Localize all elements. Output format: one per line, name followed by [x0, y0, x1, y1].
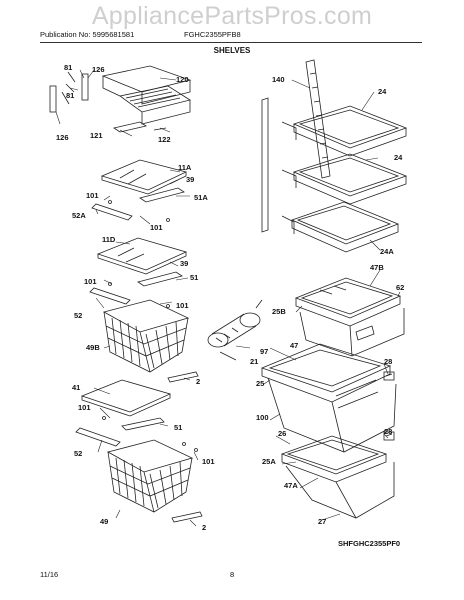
shelf-11a	[100, 159, 188, 195]
rail-51	[89, 271, 183, 308]
crisper-drawer-100	[267, 371, 397, 453]
label-25b: 25B	[272, 307, 286, 316]
rail-51b	[75, 416, 198, 452]
label-24A: 24A	[380, 247, 394, 256]
shelf-24-mid	[281, 153, 408, 205]
drawer-27	[285, 431, 395, 519]
label-47a: 47A	[284, 481, 298, 490]
label-101e: 101	[78, 403, 91, 412]
rail-51a	[91, 187, 185, 222]
trim-2a	[167, 371, 199, 383]
label-51a: 51A	[194, 193, 208, 202]
label-47: 47	[290, 341, 298, 350]
header-rule	[40, 42, 422, 43]
label-25a: 25A	[262, 457, 276, 466]
model-number: FGHC2355PFB8	[184, 30, 241, 39]
label-21: 21	[250, 357, 258, 366]
shelf-24-top	[281, 105, 408, 157]
label-52: 52	[74, 311, 82, 320]
label-100: 100	[256, 413, 269, 422]
basket-49b	[102, 299, 190, 373]
support-121	[113, 121, 167, 133]
label-49: 49	[100, 517, 108, 526]
label-121: 121	[90, 131, 103, 140]
water-filter-97	[207, 299, 263, 361]
label-27: 27	[318, 517, 326, 526]
label-39a: 39	[186, 175, 194, 184]
publication-number: Publication No: 5995681581	[40, 30, 135, 39]
cover-47a	[280, 435, 388, 483]
label-126a: 126	[92, 65, 105, 74]
label-28a: 28	[384, 357, 392, 366]
part-labels: 81 126 120 81 126 121 122 11A 39 101 51A…	[56, 63, 404, 548]
label-122: 122	[158, 135, 171, 144]
label-101d: 101	[176, 301, 189, 310]
label-101c: 101	[84, 277, 97, 286]
label-51b: 51	[174, 423, 182, 432]
label-26: 26	[278, 429, 286, 438]
basket-49	[106, 439, 194, 513]
shelf-24a	[281, 201, 400, 253]
figure-id: SHFGHC2355PF0	[338, 539, 400, 548]
leader-lines	[55, 69, 401, 527]
label-140: 140	[272, 75, 285, 84]
cover-47b	[294, 277, 402, 327]
label-81a: 81	[64, 63, 72, 72]
drawer-62	[299, 308, 405, 357]
label-24b: 24	[394, 153, 403, 162]
label-49b: 49B	[86, 343, 100, 352]
label-39b: 39	[180, 259, 188, 268]
label-41: 41	[72, 383, 80, 392]
watermark: AppliancePartsPros.com	[91, 2, 373, 30]
shelf-120	[101, 65, 192, 125]
label-81b: 81	[66, 91, 74, 100]
label-11d: 11D	[102, 235, 116, 244]
label-101b: 101	[150, 223, 163, 232]
label-62: 62	[396, 283, 404, 292]
label-97: 97	[260, 347, 268, 356]
cover-47	[260, 343, 392, 403]
label-120: 120	[176, 75, 189, 84]
label-101f: 101	[202, 457, 215, 466]
label-47b: 47B	[370, 263, 384, 272]
label-2b: 2	[202, 523, 206, 532]
label-25: 25	[256, 379, 264, 388]
label-2a: 2	[196, 377, 200, 386]
footer-date: 11/16	[40, 570, 59, 579]
footer-page-number: 8	[230, 570, 235, 579]
shelf-41	[80, 379, 172, 417]
label-101a: 101	[86, 191, 99, 200]
rail-140	[261, 59, 331, 233]
section-title: SHELVES	[213, 46, 251, 55]
label-28b: 28	[384, 427, 392, 436]
label-52a: 52A	[72, 211, 86, 220]
trim-2b	[171, 511, 203, 523]
label-11a: 11A	[178, 163, 192, 172]
label-52b: 52	[74, 449, 82, 458]
label-126b: 126	[56, 133, 69, 142]
label-24a: 24	[378, 87, 387, 96]
label-51: 51	[190, 273, 198, 282]
